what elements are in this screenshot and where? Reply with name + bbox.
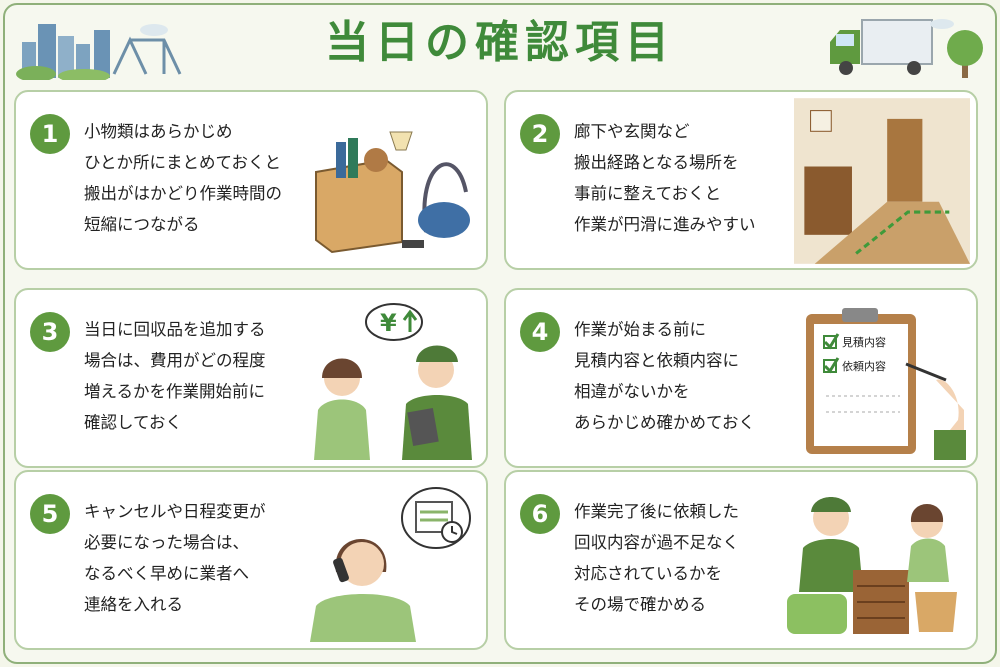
clipboard-checklist-illustration: 見積内容 依頼内容 — [806, 308, 966, 460]
checklist-item-request: 依頼内容 — [842, 359, 886, 373]
step-number-badge: 4 — [520, 312, 560, 352]
item-card-1: 1 小物類はあらかじめ ひとか所にまとめておくと 搬出がはかどり作業時間の 短縮… — [14, 90, 488, 270]
step-text: 作業完了後に依頼した 回収内容が過不足なく 対応されているかを その場で確かめる — [574, 502, 739, 614]
item-card-2: 2 廊下や玄関など 搬出経路となる場所を 事前に整えておくと 作業が円滑に進みや… — [504, 90, 978, 270]
checklist-item-estimate: 見積内容 — [842, 335, 886, 349]
item-card-6: 6 作業完了後に依頼した 回収内容が過不足なく 対応されているかを その場で確か… — [504, 470, 978, 650]
yen-symbol: ¥ — [380, 309, 397, 337]
step-text: 作業が始まる前に 見積内容と依頼内容に 相違がないかを あらかじめ確かめておく — [574, 320, 756, 432]
item-card-5: 5 キャンセルや日程変更が 必要になった場合は、 なるべく早めに業者へ 連絡を入… — [14, 470, 488, 650]
step-number-badge: 1 — [30, 114, 70, 154]
step-text: 小物類はあらかじめ ひとか所にまとめておくと 搬出がはかどり作業時間の 短縮につ… — [84, 122, 282, 234]
item-card-4: 4 作業が始まる前に 見積内容と依頼内容に 相違がないかを あらかじめ確かめてお… — [504, 288, 978, 468]
customer-and-worker-illustration: ¥ — [314, 303, 472, 460]
box-and-vacuum-illustration — [315, 131, 470, 254]
step-text: 当日に回収品を追加する 場合は、費用がどの程度 増えるかを作業開始前に 確認して… — [84, 320, 266, 432]
phone-call-illustration — [310, 487, 471, 642]
city-skyline-icon — [16, 24, 182, 80]
hallway-illustration — [794, 98, 970, 264]
step-number-badge: 3 — [30, 312, 70, 352]
step-text: 廊下や玄関など 搬出経路となる場所を 事前に整えておくと 作業が円滑に進みやすい — [574, 122, 756, 234]
step-number-badge: 2 — [520, 114, 560, 154]
item-card-3: 3 当日に回収品を追加する 場合は、費用がどの程度 増えるかを作業開始前に 確認… — [14, 288, 488, 468]
step-text: キャンセルや日程変更が 必要になった場合は、 なるべく早めに業者へ 連絡を入れる — [84, 502, 266, 614]
step-number-badge: 5 — [30, 494, 70, 534]
completion-check-illustration — [787, 497, 957, 634]
step-number-badge: 6 — [520, 494, 560, 534]
page-title: 当日の確認項目 — [325, 17, 675, 68]
truck-icon — [830, 19, 983, 78]
